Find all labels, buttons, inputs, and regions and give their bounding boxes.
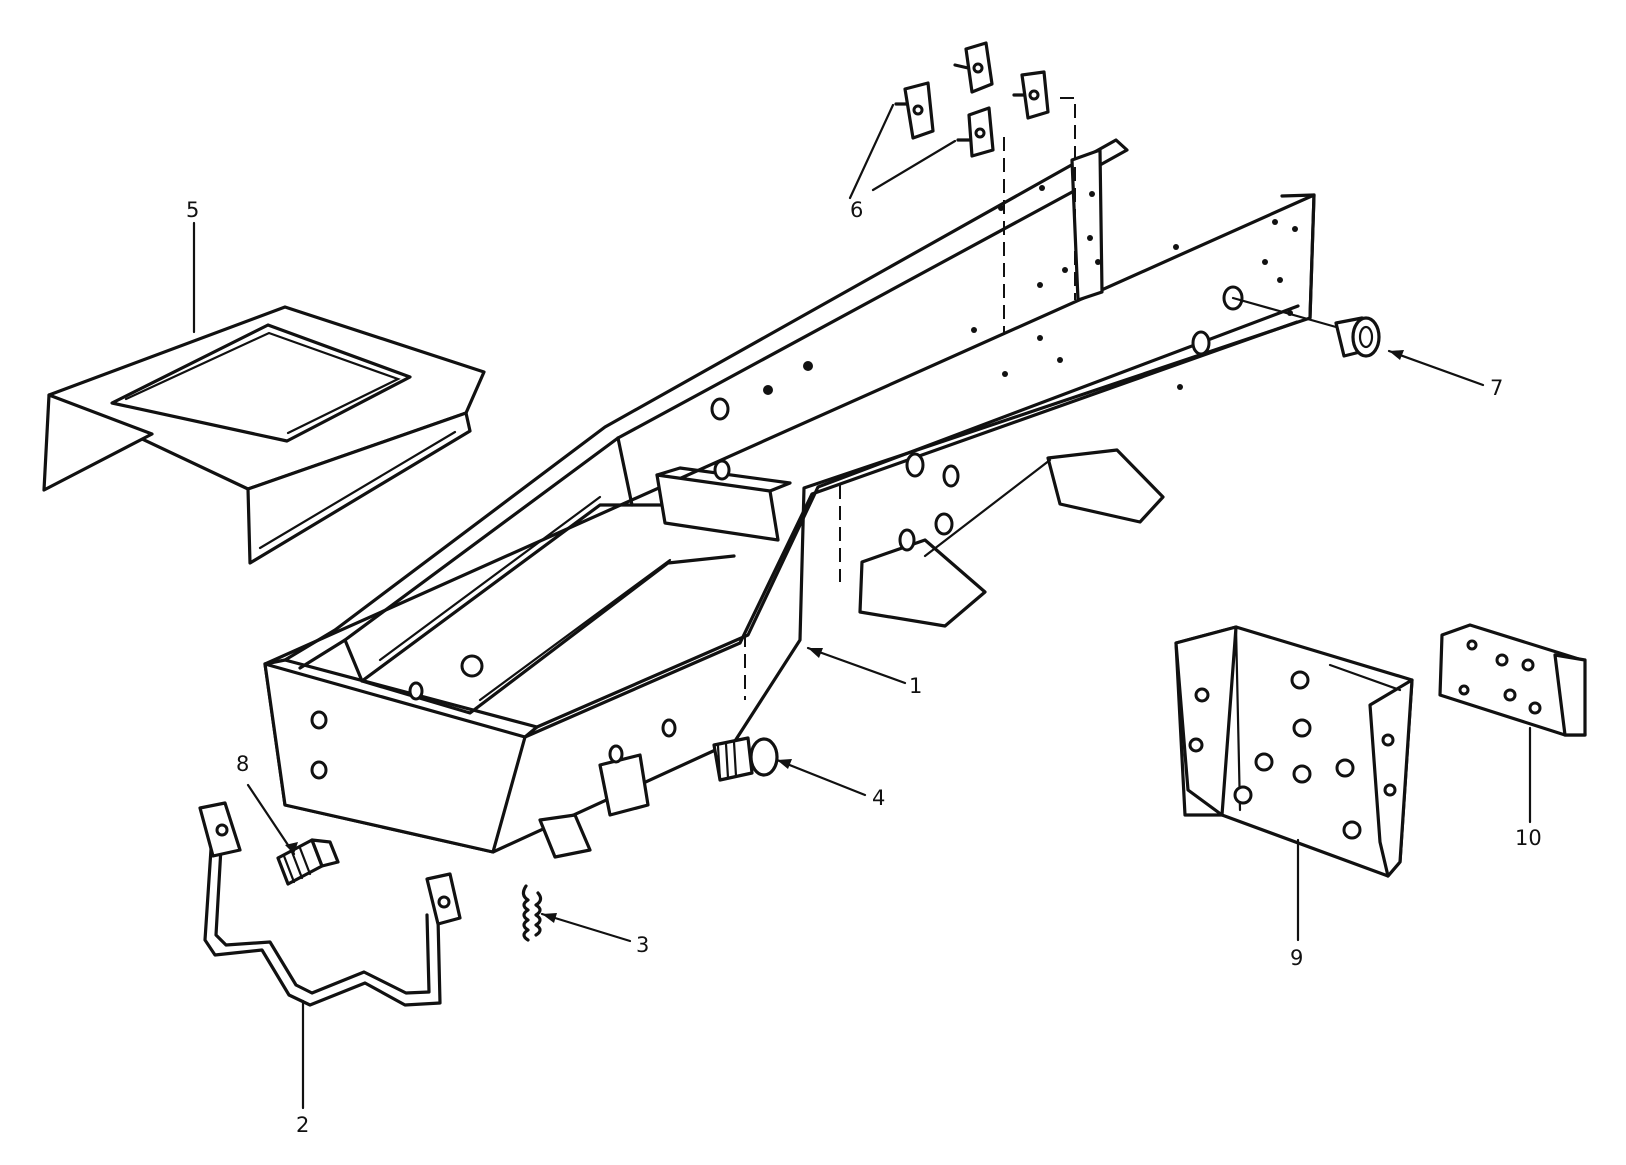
callout-9: 9 (1290, 946, 1303, 970)
callout-1: 1 (909, 674, 922, 698)
part-9-mounting-plate (1174, 625, 1414, 878)
callout-2: 2 (296, 1113, 309, 1137)
callouts: 1 2 3 4 5 6 7 8 9 10 (186, 198, 1542, 1137)
callout-10: 10 (1515, 826, 1542, 850)
callout-8: 8 (236, 752, 249, 776)
part-8-bolt (276, 838, 340, 886)
part-7-bushing (1334, 316, 1381, 358)
part-3-spring (521, 884, 543, 942)
part-10-pivot-bracket (1438, 623, 1587, 737)
part-5-seat-cover (42, 305, 486, 565)
part-1-main-frame (263, 138, 1316, 859)
callout-6: 6 (850, 198, 863, 222)
assembly-lines (744, 97, 1338, 700)
callout-3: 3 (636, 933, 649, 957)
callout-4: 4 (872, 786, 885, 810)
part-4-bolt (712, 736, 779, 782)
callout-5: 5 (186, 198, 199, 222)
part-2-rod (198, 801, 462, 1007)
leader-lines (192, 221, 1532, 1110)
part-6-clips (848, 41, 1050, 200)
callout-7: 7 (1490, 376, 1503, 400)
